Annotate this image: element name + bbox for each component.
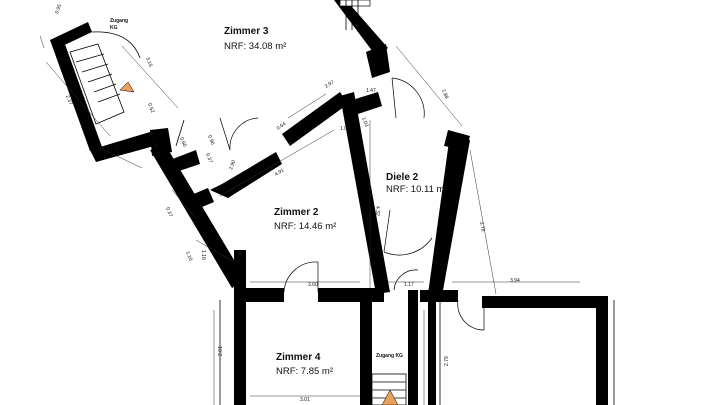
- door-swing-corridor: [393, 269, 419, 291]
- room-area: NRF: 34.08 m²: [224, 41, 286, 52]
- dimension-lines: [39, 35, 580, 405]
- wall-stub-1: [170, 150, 200, 172]
- dim-label: 3.15: [144, 57, 153, 68]
- dim-label: 3.78: [478, 221, 486, 232]
- door-swing-zimmer2: [229, 117, 259, 151]
- doors: [219, 77, 485, 331]
- wall-diele-east: [428, 134, 470, 296]
- wall-corridor-west: [360, 300, 372, 405]
- room-name: Zimmer 2: [274, 207, 319, 218]
- wall-east-a: [428, 300, 436, 405]
- staircase-lower: [371, 373, 407, 405]
- dim-label: 0.37: [164, 207, 173, 218]
- stair-label-line1: Zugang: [110, 18, 128, 24]
- room-zimmer-3: Zimmer 3 NRF: 34.08 m²: [224, 26, 286, 52]
- window-north: [339, 0, 371, 7]
- dim-label: 2.37: [64, 95, 73, 106]
- room-name: Diele 2: [386, 172, 419, 183]
- dimension-labels: 0.95 3.15 2.37 0.52 1.52 0.66 0.60 0.90 …: [54, 3, 520, 403]
- stair-arrow-icon: [119, 81, 135, 93]
- dim-label: 0.84: [186, 162, 196, 168]
- windows: [339, 0, 371, 30]
- wall-stair-left: [50, 36, 102, 151]
- thin-lines: [175, 119, 615, 405]
- wall-diele-east-cap: [444, 130, 470, 150]
- dim-label: 1.17: [404, 282, 414, 288]
- wall-mid-east-a: [420, 290, 458, 302]
- dim-label: 3.60: [308, 282, 318, 288]
- dim-label: 0.64: [276, 121, 288, 132]
- wall-pier-right: [366, 44, 390, 78]
- dim-label: 4.32: [374, 206, 380, 216]
- wall-stub-2: [184, 188, 214, 212]
- room-area: NRF: 7.85 m²: [276, 366, 333, 377]
- dim-label: 1.16: [200, 250, 206, 260]
- dim-label: 1.47: [366, 88, 376, 94]
- wall-stair-bottom: [90, 132, 154, 162]
- dim-label: 3.94: [510, 278, 520, 284]
- dim-label: 2.61: [218, 346, 224, 356]
- walls: [50, 0, 608, 405]
- dim-label: 2.90: [228, 159, 237, 170]
- door-swing-east: [457, 299, 485, 331]
- room-name: Zimmer 4: [276, 352, 321, 363]
- stair-label-upper: Zugang KG: [110, 18, 128, 31]
- room-area: NRF: 10.11 m²: [386, 184, 448, 195]
- wall-mid-west: [234, 288, 284, 302]
- wall-zimmer3-east: [334, 0, 388, 56]
- dim-label: 0.66: [150, 139, 159, 150]
- staircase-upper: [69, 31, 141, 125]
- wall-zimmer2-diele: [340, 92, 390, 294]
- wall-west-diagonal: [150, 146, 246, 288]
- wall-zimmer4-west: [234, 250, 246, 405]
- dim-label: 3.01: [300, 397, 310, 403]
- door-swing-diele-top: [391, 77, 425, 119]
- stair-label-lower: Zugang KG: [376, 353, 403, 359]
- stair-arrow-icon-lower: [381, 389, 399, 405]
- wall-east-room: [596, 296, 608, 405]
- room-area: NRF: 14.46 m²: [274, 221, 336, 232]
- door-swing-diele: [383, 237, 433, 256]
- dim-label: 0.95: [54, 3, 63, 14]
- dim-label: 1.52: [112, 145, 121, 156]
- dim-label: 0.52: [146, 103, 155, 114]
- door-swing-zimmer4: [283, 261, 319, 293]
- dim-label: 0.37: [204, 153, 213, 164]
- wall-zimmer3-south-a: [210, 152, 282, 198]
- wall-corridor-east: [408, 290, 418, 405]
- dim-label: 1.03: [360, 117, 369, 128]
- room-zimmer-4: Zimmer 4 NRF: 7.85 m²: [276, 352, 333, 377]
- dim-label: 2.88: [440, 89, 449, 100]
- dim-label: 4.91: [274, 167, 286, 177]
- dim-label: 1.10: [184, 251, 193, 262]
- wall-mid-center: [318, 288, 384, 302]
- room-diele-2: Diele 2 NRF: 10.11 m²: [386, 172, 448, 195]
- dim-label: 1.01: [340, 126, 350, 132]
- dim-label: 2.97: [324, 79, 336, 89]
- wall-stair-top: [50, 22, 92, 50]
- dim-label: 0.60: [178, 137, 187, 148]
- wall-diele-stub: [352, 92, 382, 114]
- stair-label-line2: KG: [110, 25, 118, 31]
- wall-zimmer3-south-b: [282, 92, 348, 146]
- dim-label: 2.79: [444, 356, 450, 366]
- room-zimmer-2: Zimmer 2 NRF: 14.46 m²: [274, 207, 336, 232]
- dim-label: 0.90: [206, 135, 215, 146]
- dim-label: 4.20: [364, 218, 370, 228]
- room-name: Zimmer 3: [224, 26, 269, 37]
- wall-mid-east-b: [482, 296, 604, 308]
